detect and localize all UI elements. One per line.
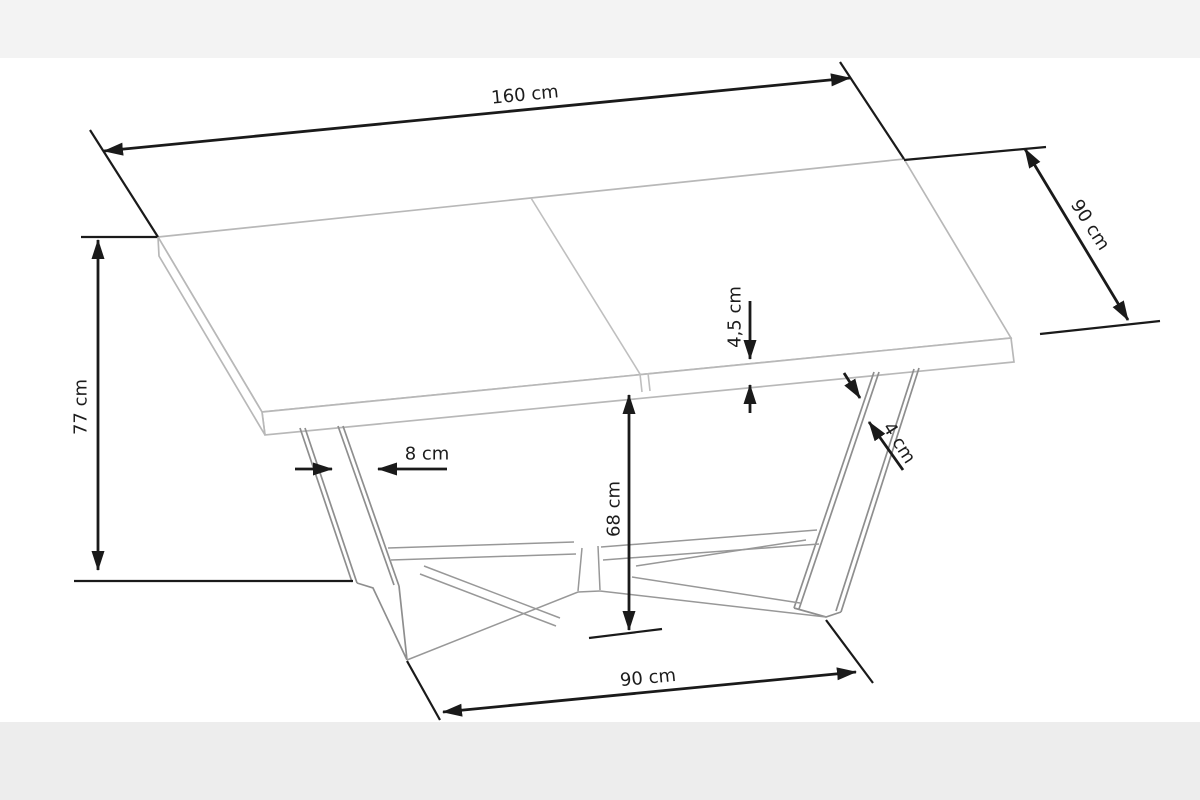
tabletop-seam-front-face bbox=[639, 372, 651, 393]
dim-top-thickness: 4,5 cm bbox=[725, 286, 757, 413]
left-leg-foot bbox=[356, 582, 408, 661]
dim-top-length-arrow bbox=[103, 73, 851, 156]
dim-top-depth-label: 90 cm bbox=[1066, 196, 1114, 255]
base-frame bbox=[387, 529, 827, 661]
right-leg-outer-edge bbox=[835, 368, 915, 612]
dim-top-length-ext-right bbox=[839, 61, 905, 160]
left-leg-inner-edge bbox=[337, 425, 395, 586]
tabletop-extension-seam bbox=[530, 197, 641, 375]
right-leg-inner-edge-inner-line bbox=[798, 371, 880, 610]
dim-base-width-ext-right bbox=[825, 619, 874, 684]
dim-total-height-label: 77 cm bbox=[71, 379, 92, 435]
dim-leg-profile-arrow-lower bbox=[867, 421, 905, 471]
tabletop bbox=[156, 158, 1015, 436]
dim-total-height: 77 cm bbox=[71, 235, 353, 583]
right-leg bbox=[793, 367, 920, 618]
right-leg-inner-edge bbox=[793, 371, 875, 609]
base-right-diagonal bbox=[631, 539, 807, 604]
base-left-floor-edge bbox=[406, 590, 601, 661]
dim-top-depth-arrow bbox=[1023, 148, 1130, 321]
left-leg-inner-edge-inner-line bbox=[342, 425, 400, 587]
dim-base-width: 90 cm bbox=[406, 619, 874, 721]
dim-underside-clearance-floor-tick bbox=[588, 627, 663, 640]
base-left-diagonal bbox=[419, 565, 561, 627]
dim-underside-clearance: 68 cm bbox=[588, 394, 663, 640]
dim-leg-inset: 8 cm bbox=[295, 444, 450, 476]
dim-base-width-arrow bbox=[442, 667, 857, 717]
left-leg-outer-edge-inner-line bbox=[304, 427, 358, 584]
left-leg-outer-edge bbox=[299, 427, 353, 583]
dim-base-width-ext-left bbox=[406, 660, 441, 721]
dim-top-length-ext-left bbox=[89, 129, 159, 238]
dim-leg-profile-arrow-upper bbox=[842, 372, 862, 399]
left-leg bbox=[299, 425, 408, 661]
tabletop-left-edge-face bbox=[157, 236, 266, 436]
dim-top-depth-ext-bottom bbox=[1039, 319, 1161, 336]
base-center-junction bbox=[577, 545, 601, 592]
photo-bottom-band bbox=[0, 722, 1200, 800]
dim-underside-clearance-label: 68 cm bbox=[604, 481, 625, 537]
right-leg-outer-edge-inner-line bbox=[840, 367, 920, 613]
dim-base-width-label: 90 cm bbox=[619, 665, 677, 691]
base-right-floor-edge bbox=[599, 590, 827, 618]
photo-top-band bbox=[0, 0, 1200, 58]
base-left-stretcher-bar bbox=[387, 541, 577, 561]
dim-top-thickness-label: 4,5 cm bbox=[725, 286, 746, 348]
dim-top-depth-ext-top bbox=[903, 145, 1047, 162]
dim-top-length-label: 160 cm bbox=[490, 81, 559, 108]
dim-leg-inset-label: 8 cm bbox=[405, 444, 450, 465]
base-right-stretcher-bar bbox=[600, 529, 820, 561]
